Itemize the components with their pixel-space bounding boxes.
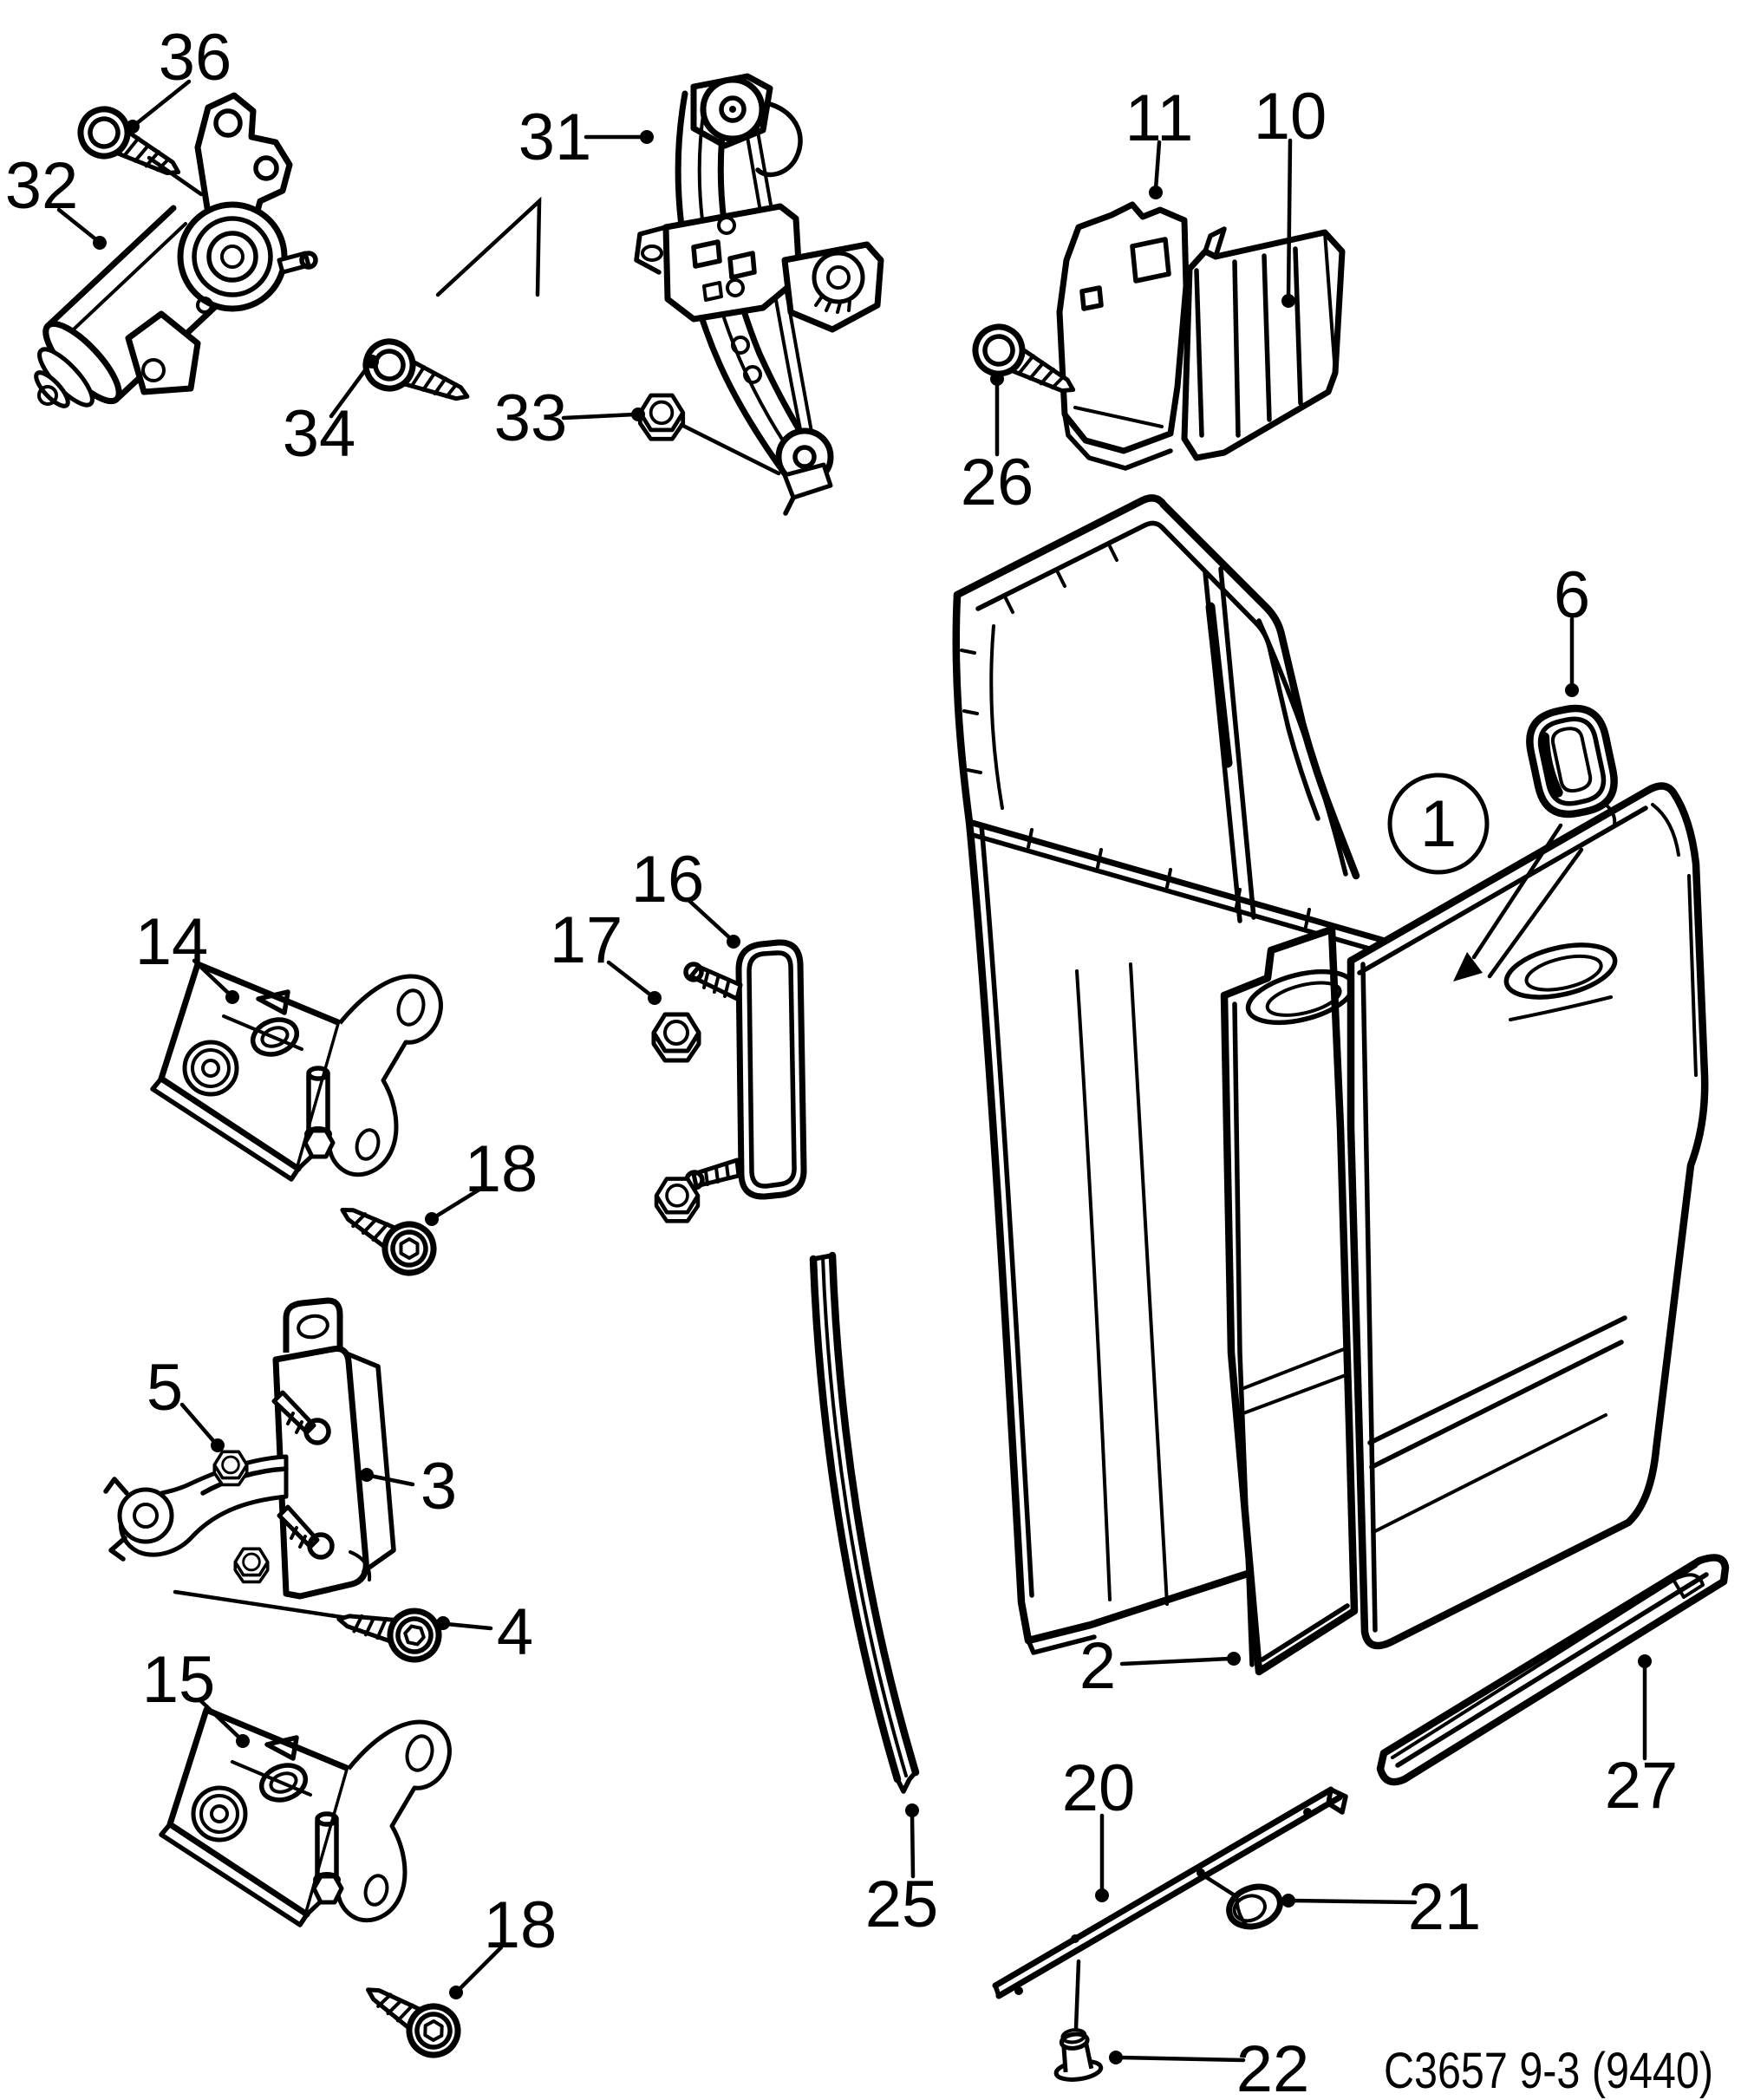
leader-10	[1281, 138, 1295, 308]
callout-34: 34	[283, 397, 356, 471]
leader-36	[126, 79, 192, 134]
callout-3: 3	[421, 1450, 457, 1523]
leader-33	[561, 408, 645, 421]
strap-stud-lower	[277, 1504, 335, 1560]
leader-17	[606, 960, 662, 1005]
callout-18-lower: 18	[484, 1888, 558, 1962]
callout-4: 4	[497, 1595, 533, 1669]
callout-27: 27	[1605, 1749, 1679, 1823]
assembly-callout-1: 1	[1387, 773, 1490, 875]
leader-32	[56, 207, 107, 250]
callout-14: 14	[135, 905, 209, 979]
callout-11: 11	[1125, 82, 1194, 155]
callout-10: 10	[1254, 80, 1327, 153]
part-15-lower-hinge	[161, 1710, 449, 1925]
leader-4	[436, 1616, 493, 1631]
part-27-molding	[1376, 1554, 1730, 1786]
leader-16	[686, 897, 740, 949]
part-36-screw	[72, 101, 204, 197]
callout-36: 36	[159, 21, 232, 95]
leader-21	[1281, 1894, 1418, 1908]
leader-26	[990, 372, 1004, 457]
part-34-screw	[359, 196, 542, 418]
part-17-nuts	[654, 1014, 699, 1221]
callout-20: 20	[1062, 1751, 1136, 1825]
leader-34	[329, 355, 379, 419]
part-18-screw-lower	[355, 1969, 467, 2064]
door-outer-skin	[1347, 782, 1709, 1650]
callout-21: 21	[1408, 1870, 1482, 1944]
figure-caption: C3657 9-3 (9440)	[1384, 2043, 1713, 2099]
grommet-direction-arrow	[1453, 823, 1584, 982]
callout-15: 15	[142, 1643, 216, 1717]
part-14-upper-hinge	[153, 964, 440, 1179]
part-3-check-strap	[103, 1297, 396, 1626]
leader-6	[1565, 616, 1579, 697]
callout-32: 32	[5, 149, 79, 223]
bracket-stud-upper	[683, 962, 743, 1001]
leader-15	[199, 1699, 250, 1748]
callout-17: 17	[550, 903, 623, 977]
leader-18b	[449, 1945, 504, 1999]
leader-11	[1149, 140, 1163, 199]
part-6-grommet	[1526, 704, 1618, 827]
frame-hatching	[960, 545, 1118, 774]
callout-16: 16	[631, 843, 705, 916]
part-25-seal-strip	[809, 1251, 920, 1794]
part-22-clip	[1053, 1959, 1104, 2082]
callout-labels: 36 32 31 34 33 11 10 26 6 14 17 16 18 5 …	[5, 21, 1679, 2100]
leader-25	[905, 1803, 919, 1879]
callout-26: 26	[961, 446, 1034, 519]
leader-3	[360, 1468, 415, 1487]
leader-27	[1638, 1654, 1652, 1761]
part-11-bracket	[1056, 201, 1190, 471]
leader-31	[584, 130, 654, 144]
callout-1: 1	[1420, 787, 1457, 861]
part-33-nut	[640, 395, 781, 476]
part-21-clip	[1201, 1873, 1283, 1930]
callout-22: 22	[1236, 2032, 1310, 2100]
part-10-module	[1181, 226, 1346, 461]
leader-18a	[425, 1185, 485, 1226]
callout-31: 31	[518, 101, 592, 174]
bracket-stud-lower	[684, 1158, 741, 1190]
part-2-door-panel	[1220, 925, 1359, 1676]
outer-handle-cutout	[1503, 942, 1618, 1000]
leader-2	[1119, 1652, 1241, 1666]
leader-lines	[56, 79, 1652, 2064]
callout-6: 6	[1554, 558, 1590, 632]
leader-14	[192, 958, 239, 1004]
leader-20	[1095, 1813, 1109, 1902]
part-20-lower-strip	[992, 1786, 1348, 1999]
callout-33: 33	[494, 382, 568, 455]
leader-22	[1109, 2051, 1246, 2064]
part-16-handle-bracket	[683, 939, 807, 1200]
part-18-screw-upper	[330, 1189, 442, 1282]
callout-25: 25	[865, 1868, 939, 1941]
part-31-window-regulator	[634, 73, 884, 516]
strap-stud-upper	[271, 1390, 331, 1445]
callout-2: 2	[1079, 1629, 1116, 1703]
callout-18-upper: 18	[465, 1132, 538, 1206]
leader-5	[179, 1402, 225, 1452]
part-4-screw	[334, 1595, 443, 1664]
callout-5: 5	[147, 1351, 183, 1425]
part-32-window-motor	[34, 92, 318, 408]
